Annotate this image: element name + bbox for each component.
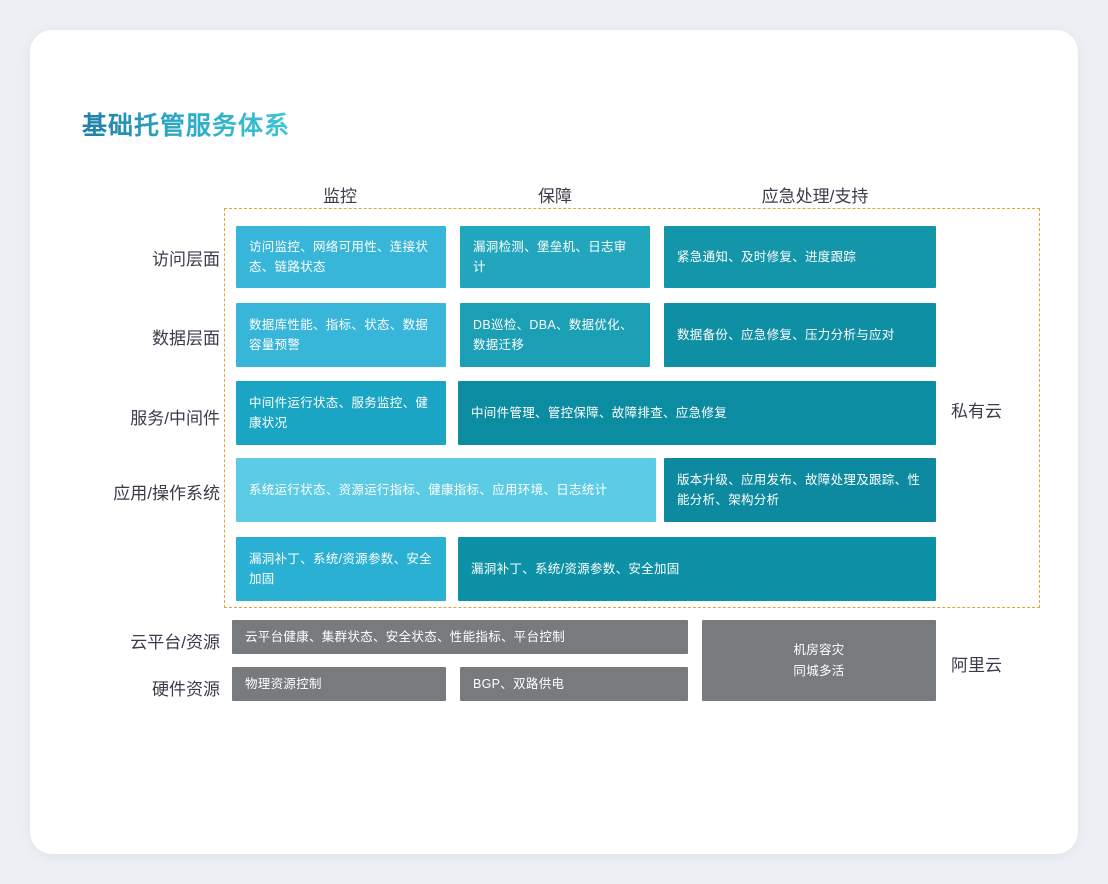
row-label-data-layer: 数据层面 — [152, 329, 220, 348]
cell-text: 版本升级、应用发布、故障处理及跟踪、性能分析、架构分析 — [677, 472, 921, 507]
row-label-service-middleware: 服务/中间件 — [130, 409, 220, 428]
cell-security-monitoring: 漏洞补丁、系统/资源参数、安全加固 — [236, 537, 446, 601]
cell-text-line-2: 同城多活 — [793, 663, 845, 678]
cell-text: 系统运行状态、资源运行指标、健康指标、应用环境、日志统计 — [249, 482, 608, 497]
cell-text: DB巡检、DBA、数据优化、数据迁移 — [473, 317, 633, 352]
cell-data-monitoring: 数据库性能、指标、状态、数据容量预警 — [236, 303, 446, 367]
cell-text: 数据库性能、指标、状态、数据容量预警 — [249, 317, 429, 352]
row-label-hardware-resource: 硬件资源 — [152, 680, 220, 699]
cell-access-emergency: 紧急通知、及时修复、进度跟踪 — [664, 226, 936, 288]
cell-disaster-recovery: 机房容灾 同城多活 — [702, 620, 936, 701]
cell-text: 漏洞补丁、系统/资源参数、安全加固 — [249, 551, 432, 586]
cell-data-emergency: 数据备份、应急修复、压力分析与应对 — [664, 303, 936, 367]
cell-text: 紧急通知、及时修复、进度跟踪 — [677, 249, 857, 264]
row-label-application-os: 应用/操作系统 — [113, 484, 220, 503]
cell-text: 访问监控、网络可用性、连接状态、链路状态 — [249, 239, 429, 274]
side-label-private-cloud: 私有云 — [951, 402, 1002, 421]
cell-hardware-assurance: BGP、双路供电 — [460, 667, 688, 701]
column-header-emergency-support: 应急处理/支持 — [761, 187, 869, 206]
cell-text: 物理资源控制 — [245, 676, 322, 691]
private-cloud-scope-box — [224, 208, 1040, 608]
cell-text: 数据备份、应急修复、压力分析与应对 — [677, 327, 895, 342]
cell-application-monitoring: 系统运行状态、资源运行指标、健康指标、应用环境、日志统计 — [236, 458, 656, 522]
cell-text: 漏洞检测、堡垒机、日志审计 — [473, 239, 627, 274]
cell-data-assurance: DB巡检、DBA、数据优化、数据迁移 — [460, 303, 650, 367]
cell-text: 中间件运行状态、服务监控、健康状况 — [249, 395, 429, 430]
cell-hardware-monitoring: 物理资源控制 — [232, 667, 446, 701]
cell-text: 中间件管理、管控保障、故障排查、应急修复 — [471, 405, 728, 420]
column-header-monitoring: 监控 — [323, 187, 357, 206]
cell-cloud-platform-monitoring: 云平台健康、集群状态、安全状态、性能指标、平台控制 — [232, 620, 688, 654]
cell-text: 漏洞补丁、系统/资源参数、安全加固 — [471, 561, 680, 576]
side-label-public-cloud: 阿里云 — [951, 656, 1002, 675]
cell-application-emergency: 版本升级、应用发布、故障处理及跟踪、性能分析、架构分析 — [664, 458, 936, 522]
cell-access-assurance: 漏洞检测、堡垒机、日志审计 — [460, 226, 650, 288]
row-label-access-layer: 访问层面 — [152, 250, 220, 269]
cell-text-line-1: 机房容灾 — [793, 643, 845, 658]
page-title: 基础托管服务体系 — [82, 106, 290, 142]
column-header-assurance: 保障 — [538, 187, 572, 206]
cell-text: 云平台健康、集群状态、安全状态、性能指标、平台控制 — [245, 629, 566, 644]
cell-access-monitoring: 访问监控、网络可用性、连接状态、链路状态 — [236, 226, 446, 288]
cell-text: BGP、双路供电 — [473, 676, 565, 691]
cell-middleware-assurance-emergency: 中间件管理、管控保障、故障排查、应急修复 — [458, 381, 936, 445]
row-label-cloud-platform-resource: 云平台/资源 — [130, 633, 220, 652]
cell-middleware-monitoring: 中间件运行状态、服务监控、健康状况 — [236, 381, 446, 445]
cell-security-assurance-emergency: 漏洞补丁、系统/资源参数、安全加固 — [458, 537, 936, 601]
